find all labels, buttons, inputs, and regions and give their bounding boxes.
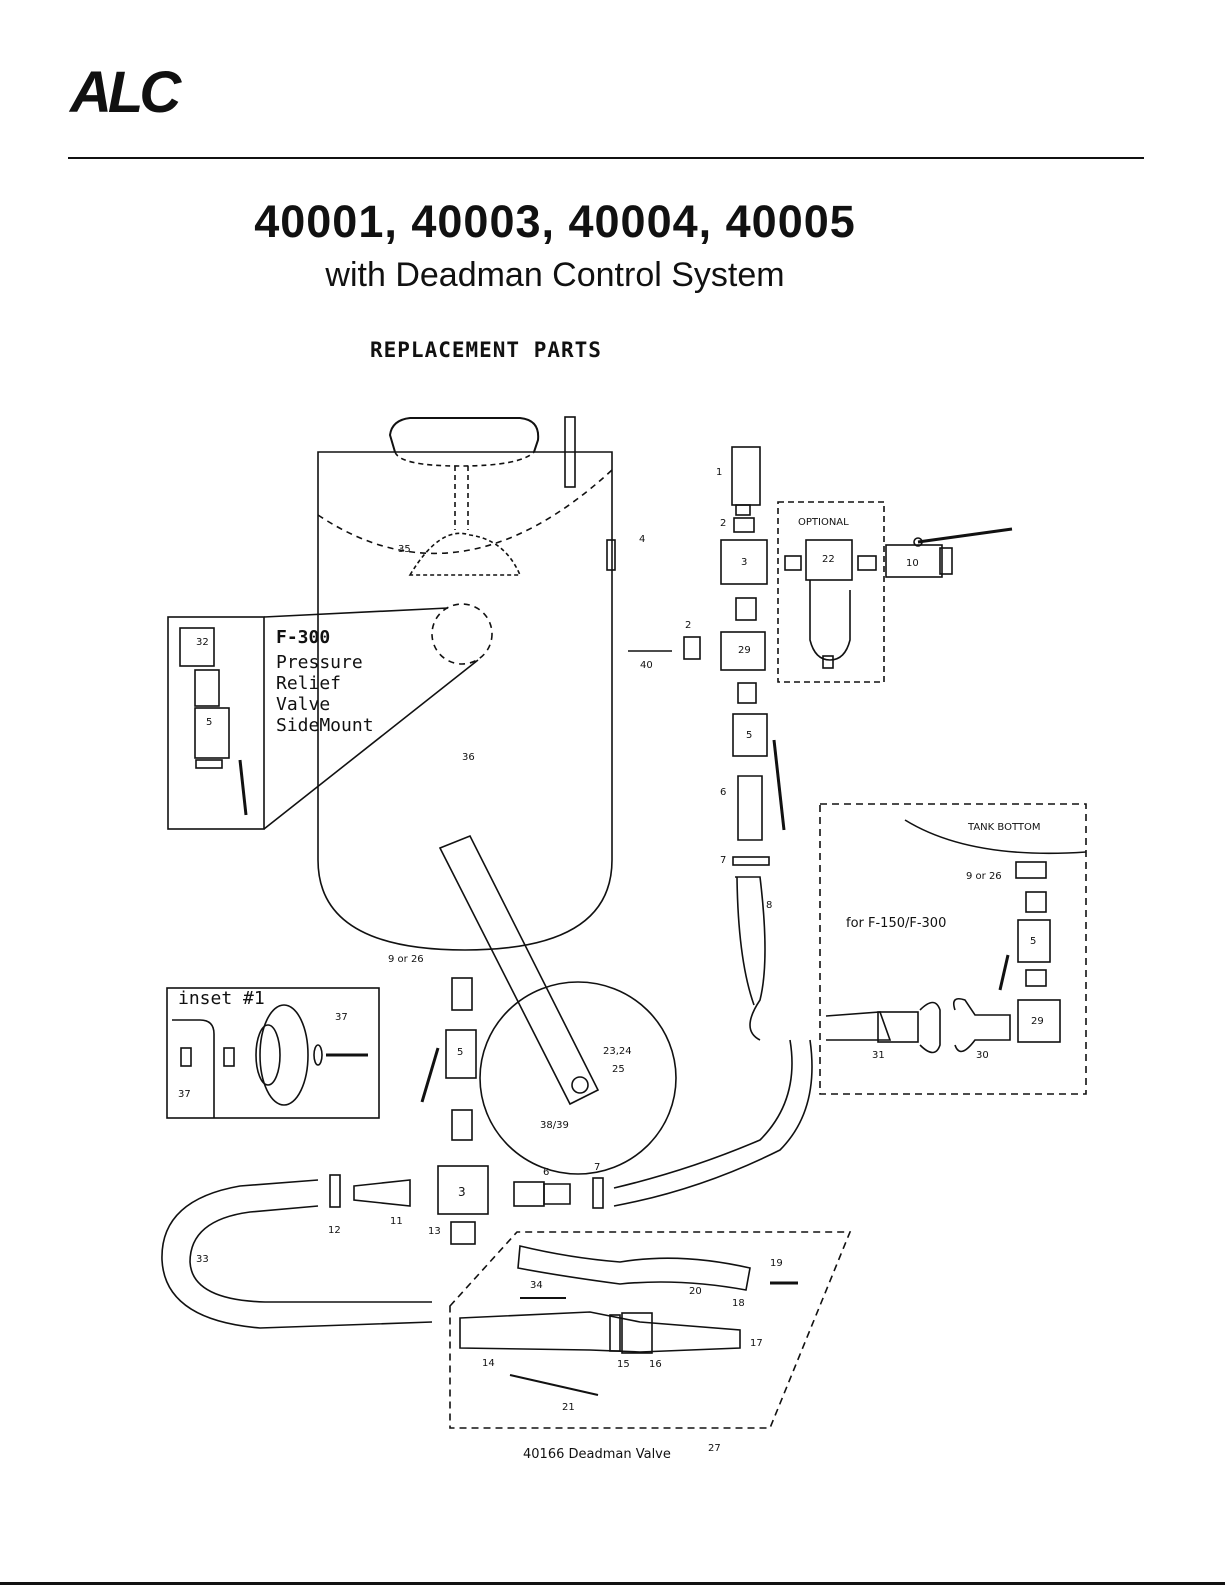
part-19: 19: [770, 1258, 783, 1269]
part-33: 33: [196, 1254, 209, 1265]
f300-model: F-300: [276, 627, 330, 648]
tank: [317, 416, 616, 951]
part-3: 3: [741, 557, 747, 568]
part-5: 5: [206, 717, 212, 728]
part-40: 40: [640, 660, 653, 671]
footer-rule: [0, 1582, 1225, 1585]
deadman-caption: 40166 Deadman Valve: [523, 1447, 671, 1462]
part-7: 7: [720, 855, 726, 866]
part-38-39: 38/39: [540, 1120, 569, 1131]
f300-line3: Valve: [276, 694, 330, 715]
part-4: 4: [639, 534, 645, 545]
part-11: 11: [390, 1216, 403, 1227]
part-13: 13: [428, 1226, 441, 1237]
page-title: 40001, 40003, 40004, 40005: [254, 196, 856, 247]
part-7b: 7: [594, 1162, 600, 1173]
tank-bottom-label: TANK BOTTOM: [967, 822, 1041, 833]
part-37b: 37: [178, 1089, 191, 1100]
part-29: 29: [738, 645, 751, 656]
part-14: 14: [482, 1358, 495, 1369]
part-35: 35: [398, 544, 411, 555]
inset-1: [166, 987, 380, 1119]
part-9b: 9 or 26: [966, 871, 1002, 882]
part-18: 18: [732, 1298, 745, 1309]
part-12: 12: [328, 1225, 341, 1236]
page-subtitle: with Deadman Control System: [325, 256, 785, 294]
part-5b: 5: [746, 730, 752, 741]
part-29b: 29: [1031, 1016, 1044, 1027]
f300-inset: [167, 607, 479, 830]
part-17: 17: [750, 1338, 763, 1349]
optional-box: [777, 501, 885, 683]
part-2b: 2: [685, 620, 691, 631]
part-6b: 6: [543, 1167, 549, 1178]
part-37: 37: [335, 1012, 348, 1023]
part-5c: 5: [457, 1047, 463, 1058]
section-heading: REPLACEMENT PARTS: [370, 338, 602, 362]
ball-valve-10: [885, 527, 1013, 578]
part-23-24: 23,24: [603, 1046, 632, 1057]
optional-label: OPTIONAL: [798, 517, 849, 528]
part-32: 32: [196, 637, 209, 648]
part-20: 20: [689, 1286, 702, 1297]
part-31: 31: [872, 1050, 885, 1061]
tank-bottom-note: for F-150/F-300: [846, 916, 946, 931]
part-25: 25: [612, 1064, 625, 1075]
tank-bottom-box: [819, 803, 1087, 1095]
part-6: 6: [720, 787, 726, 798]
part-30: 30: [976, 1050, 989, 1061]
part-16: 16: [649, 1359, 662, 1370]
part-9: 9 or 26: [388, 954, 424, 965]
part-10: 10: [906, 558, 919, 569]
part-36: 36: [462, 752, 475, 763]
part-8: 8: [766, 900, 772, 911]
deadman-box: [449, 1231, 852, 1429]
part-2: 2: [720, 518, 726, 529]
inset1-label: inset #1: [178, 988, 265, 1009]
right-fitting-stack: [628, 446, 786, 1041]
deadman-number: 27: [708, 1443, 721, 1454]
part-22: 22: [822, 554, 835, 565]
main-fittings: [161, 977, 813, 1329]
part-21: 21: [562, 1402, 575, 1413]
part-5d: 5: [1030, 936, 1036, 947]
part-34: 34: [530, 1280, 543, 1291]
header-rule: [68, 157, 1144, 159]
f300-line2: Relief: [276, 673, 341, 694]
part-3b: 3: [458, 1185, 466, 1199]
part-15: 15: [617, 1359, 630, 1370]
alc-logo: ALC: [70, 60, 181, 125]
f300-line4: SideMount: [276, 715, 374, 736]
f300-line1: Pressure: [276, 652, 363, 673]
part-1: 1: [716, 467, 722, 478]
leg-pole: [438, 834, 677, 1175]
